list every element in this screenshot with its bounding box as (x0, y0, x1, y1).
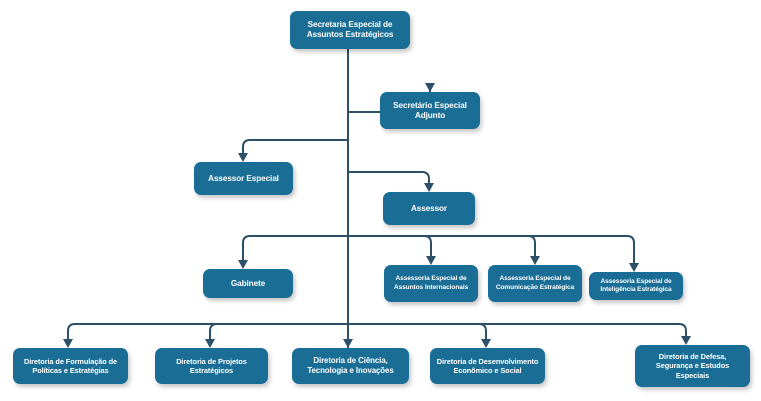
org-node-assessoria-especial-inteligencia-estrategica[interactable]: Assessoria Especial de Inteligência Estr… (589, 272, 683, 300)
arrow-assessoria-1 (426, 256, 436, 265)
arrow-assessor (424, 183, 434, 192)
branch-assessoria-2 (527, 235, 536, 256)
branch-assessor (348, 171, 430, 183)
org-node-label: Diretoria de Defesa, Segurança e Estudos… (655, 352, 730, 380)
branch-diretoria-3 (478, 323, 487, 339)
arrow-assessor-especial (238, 153, 248, 162)
org-node-diretoria-projetos-estrategicos[interactable]: Diretoria de Projetos Estratégicos (155, 348, 268, 384)
org-node-label: Secretário Especial Adjunto (393, 100, 467, 120)
org-node-label: Assessoria Especial de Assuntos Internac… (393, 275, 469, 291)
org-node-label: Diretoria de Ciência, Tecnologia e Inova… (307, 356, 394, 375)
arrow-diretoria-3 (481, 339, 491, 348)
branch-assessoria-1 (423, 235, 432, 256)
org-node-label: Assessoria Especial de Inteligência Estr… (600, 277, 672, 293)
arrow-diretoria-4 (681, 336, 691, 345)
org-node-label: Gabinete (230, 278, 266, 288)
branch-assessoria-0 (242, 235, 251, 260)
branch-diretoria-1 (209, 323, 218, 339)
org-node-assessoria-especial-comunicacao-estrategica[interactable]: Assessoria Especial de Comunicação Estra… (488, 265, 582, 302)
branch-assessoria-3 (626, 235, 635, 263)
org-node-assessor-especial[interactable]: Assessor Especial (194, 162, 293, 195)
org-node-label: Secretaria Especial de Assuntos Estratég… (306, 20, 394, 39)
arrow-diretoria-2 (343, 339, 353, 348)
branch-diretoria-4 (678, 323, 687, 336)
org-node-diretoria-formulacao-politicas-estrategias[interactable]: Diretoria de Formulação de Políticas e E… (13, 348, 128, 384)
branch-assessor-especial (242, 139, 348, 153)
org-node-assessor[interactable]: Assessor (383, 192, 475, 225)
org-node-gabinete[interactable]: Gabinete (203, 269, 293, 298)
arrow-assessoria-3 (629, 263, 639, 272)
org-node-label: Assessor (410, 203, 448, 213)
arrow-secretario-adjunto (425, 83, 435, 92)
org-node-diretoria-ciencia-tecnologia-inovacoes[interactable]: Diretoria de Ciência, Tecnologia e Inova… (292, 348, 409, 384)
org-node-label: Assessoria Especial de Comunicação Estra… (495, 275, 575, 291)
arrow-diretoria-0 (63, 339, 73, 348)
arrow-assessoria-0 (238, 260, 248, 269)
org-node-label: Diretoria de Formulação de Políticas e E… (23, 356, 118, 375)
org-node-label: Diretoria de Desenvolvimento Econômico e… (436, 356, 539, 375)
arrow-diretoria-1 (205, 339, 215, 348)
arrow-assessoria-2 (530, 256, 540, 265)
org-node-secretario-especial-adjunto[interactable]: Secretário Especial Adjunto (380, 92, 480, 129)
org-node-assessoria-especial-assuntos-internacionais[interactable]: Assessoria Especial de Assuntos Internac… (384, 265, 478, 302)
org-node-diretoria-defesa-seguranca-estudos-especiais[interactable]: Diretoria de Defesa, Segurança e Estudos… (635, 345, 750, 387)
org-node-label: Diretoria de Projetos Estratégicos (176, 356, 247, 375)
org-node-diretoria-desenvolvimento-economico-social[interactable]: Diretoria de Desenvolvimento Econômico e… (430, 348, 545, 384)
org-node-secretaria-especial-assuntos-estrategicos[interactable]: Secretaria Especial de Assuntos Estratég… (290, 11, 410, 49)
branch-diretoria-0 (67, 323, 76, 339)
org-node-label: Assessor Especial (208, 173, 279, 183)
